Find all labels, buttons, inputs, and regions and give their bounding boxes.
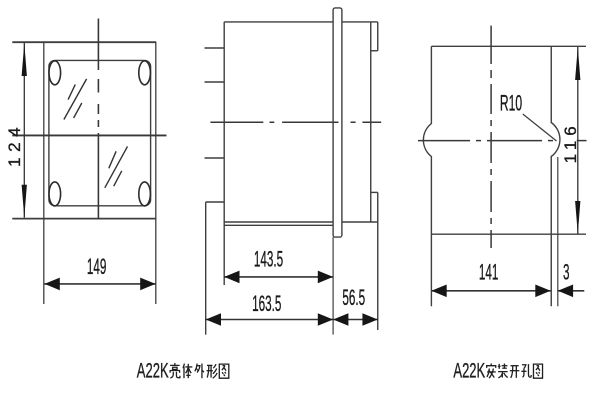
svg-text:A22K: A22K [453, 358, 485, 382]
svg-text:143.5: 143.5 [254, 247, 283, 272]
svg-text:R10: R10 [500, 91, 522, 116]
svg-text:3: 3 [563, 259, 570, 284]
svg-text:124: 124 [5, 122, 24, 167]
svg-text:149: 149 [87, 254, 107, 279]
svg-text:A22K: A22K [137, 358, 169, 382]
svg-text:116: 116 [561, 121, 580, 163]
svg-text:141: 141 [479, 259, 499, 284]
svg-text:56.5: 56.5 [342, 285, 365, 310]
svg-text:163.5: 163.5 [252, 291, 281, 316]
